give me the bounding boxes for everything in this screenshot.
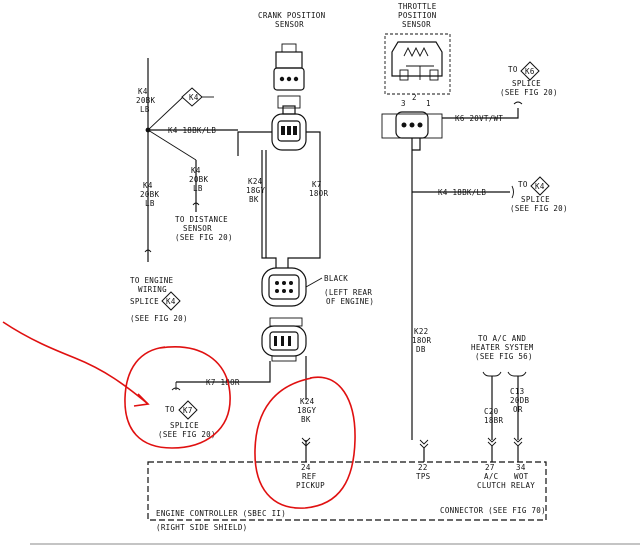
k4-left-label-3: LB [140, 105, 150, 114]
pin34-label-1: 34 [516, 463, 526, 472]
engine-controller-box [147, 461, 547, 521]
pin24-label-3: PICKUP [296, 481, 325, 490]
pin-3-label: 3 [401, 99, 406, 108]
to-k7-label: TO [165, 405, 175, 414]
red-annotation-circle-right [254, 376, 356, 509]
see-fig20-left-label: (SEE FIG 20) [130, 314, 188, 323]
k4-splice-node [145, 127, 151, 133]
splice-k7-label-2: (SEE FIG 20) [158, 430, 216, 439]
engine-controller-label: ENGINE CONTROLLER (SBEC II) [156, 509, 286, 518]
ac-heater-wires [482, 371, 527, 462]
k24-bottom-label-3: BK [301, 415, 311, 424]
throttle-title-1: THROTTLE [398, 2, 437, 11]
k4-mid-label-2: 20BK [189, 175, 208, 184]
k7-diamond [178, 400, 198, 420]
k4-mid-label-3: LB [193, 184, 203, 193]
throttle-title-3: SENSOR [402, 20, 431, 29]
splice-k6-label-1: SPLICE [512, 79, 541, 88]
k4-18bk-right-label: K4 18BK/LB [438, 188, 486, 197]
splice-k4-left-label: SPLICE [130, 297, 159, 306]
lower-harness-connector [261, 317, 307, 362]
k24-bottom-label-1: K24 [300, 397, 315, 406]
ac-heater-label-2: HEATER SYSTEM [471, 343, 534, 352]
crank-sensor-connector [271, 43, 307, 151]
k4-diamond-top-label: K4 [189, 93, 199, 102]
red-annotation-circle-left [124, 346, 231, 449]
k4-lower-label-1: K4 [143, 181, 153, 190]
crank-sensor-title-1: CRANK POSITION [258, 11, 325, 20]
k4-diamond-top [181, 87, 214, 107]
black-label: BLACK [324, 274, 348, 283]
right-side-shield-label: (RIGHT SIDE SHIELD) [156, 523, 248, 532]
left-rear-label-1: (LEFT REAR [324, 288, 372, 297]
engine-wiring-label-1: TO ENGINE [130, 276, 174, 285]
c13-label-2: 20DB [510, 396, 529, 405]
red-annotation-arrow [2, 321, 150, 407]
k22-label-1: K22 [414, 327, 428, 336]
k4-left-label-1: K4 [138, 87, 148, 96]
pin-2-label: 2 [412, 93, 417, 102]
pin34-label-3: RELAY [511, 481, 535, 490]
k4-diamond-left [161, 291, 181, 311]
k6-diamond [520, 61, 540, 81]
k4-lower-label-3: LB [145, 199, 155, 208]
throttle-title-2: POSITION [398, 11, 437, 20]
throttle-sensor-body [381, 33, 451, 139]
distance-sensor-label-3: (SEE FIG 20) [175, 233, 233, 242]
distance-sensor-label-1: TO DISTANCE [175, 215, 228, 224]
c20-label-1: C20 [484, 407, 499, 416]
pin24-label-2: REF [302, 472, 317, 481]
k24-top-label-3: BK [249, 195, 259, 204]
crank-sensor-title-2: SENSOR [275, 20, 304, 29]
to-k6-label: TO [508, 65, 518, 74]
c20-label-2: 18BR [484, 416, 503, 425]
k7-top-label-2: 18OR [309, 189, 328, 198]
black-engine-connector [261, 267, 323, 307]
pin34-label-2: WOT [514, 472, 529, 481]
distance-sensor-label-2: SENSOR [183, 224, 212, 233]
pin-1-label: 1 [426, 99, 431, 108]
to-k4-right-label: TO [518, 180, 528, 189]
c13-label-3: OR [513, 405, 523, 414]
k7-diamond-label: K7 [183, 406, 193, 415]
connector-label: CONNECTOR (SEE FIG 70) [440, 506, 546, 515]
k4-mid-label-1: K4 [191, 166, 201, 175]
ac-heater-label-3: (SEE FIG 56) [475, 352, 533, 361]
k4-diamond-right [530, 176, 550, 196]
ac-heater-label-1: TO A/C AND [478, 334, 526, 343]
pin27-label-3: CLUTCH [477, 481, 506, 490]
c13-label-1: C13 [510, 387, 524, 396]
engine-wiring-label-2: WIRING [138, 285, 167, 294]
pin24-label-1: 24 [301, 463, 311, 472]
splice-k4-right-label-2: (SEE FIG 20) [510, 204, 568, 213]
pin27-label-2: A/C [484, 472, 498, 481]
pin22-label-2: TPS [416, 472, 431, 481]
k6-label: K6 20VT/WT [455, 114, 503, 123]
k24-top-label-1: K24 [248, 177, 263, 186]
k4-lower-label-2: 20BK [140, 190, 159, 199]
k4-left-circuit [144, 58, 238, 262]
k6-diamond-label: K6 [525, 67, 535, 76]
k22-label-3: DB [416, 345, 426, 354]
left-rear-label-2: OF ENGINE) [326, 297, 374, 306]
k7-top-label-1: K7 [312, 180, 322, 189]
pin27-label-1: 27 [485, 463, 495, 472]
splice-k6-label-2: (SEE FIG 20) [500, 88, 558, 97]
k7-bottom-label: K7 18OR [206, 378, 240, 387]
splice-k4-right-label-1: SPLICE [521, 195, 550, 204]
k24-bottom-label-2: 18GY [297, 406, 316, 415]
splice-k7-label-1: SPLICE [170, 421, 199, 430]
throttle-wires [411, 101, 523, 462]
crank-wires [237, 131, 321, 268]
k4-diamond-right-label: K4 [535, 182, 545, 191]
k24-top-label-2: 18GY [246, 186, 265, 195]
k4-18bk-label: K4 18BK/LB [168, 126, 216, 135]
k22-label-2: 18OR [412, 336, 431, 345]
k4-left-label-2: 20BK [136, 96, 155, 105]
pin22-label-1: 22 [418, 463, 428, 472]
lower-crank-wires [176, 356, 311, 462]
k4-diamond-left-label: K4 [166, 297, 176, 306]
